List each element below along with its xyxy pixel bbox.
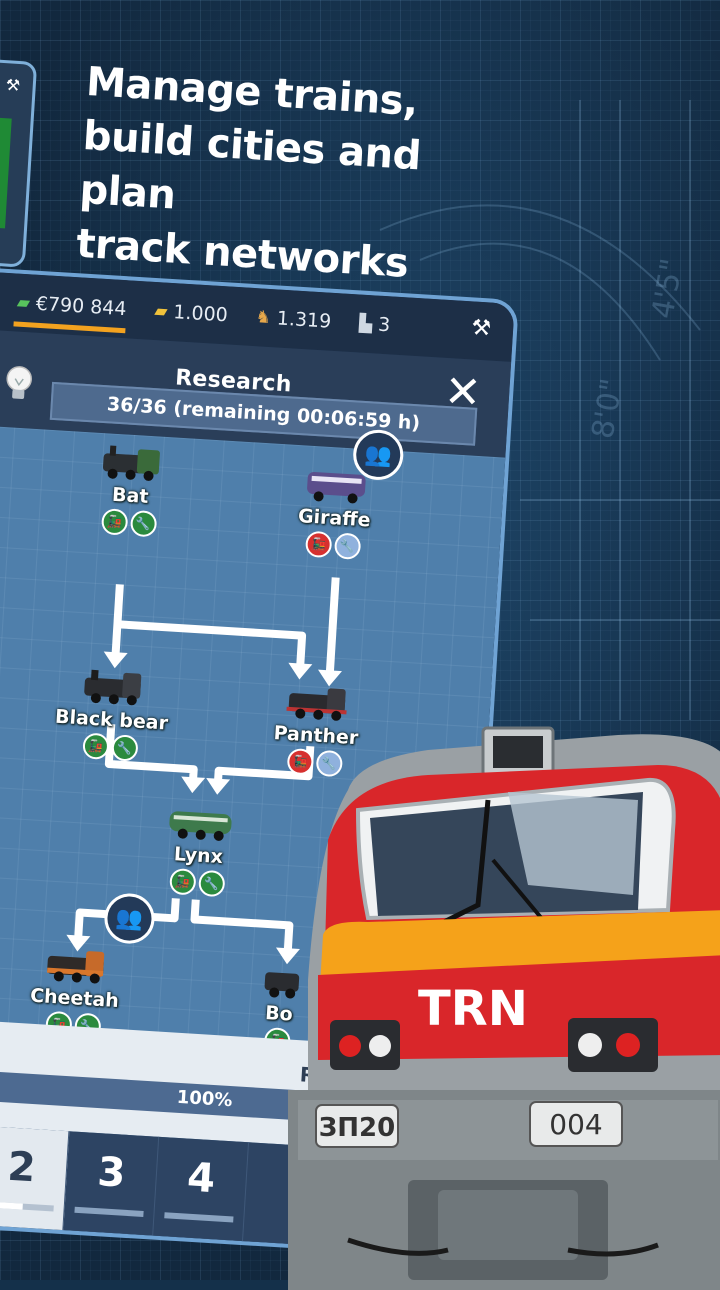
locomotive-icon — [78, 667, 150, 707]
passengers-resource[interactable]: ♞ 1.319 — [255, 306, 332, 333]
wrench-icon: 🔧 — [333, 532, 361, 560]
money-value: €790 844 — [35, 292, 128, 321]
passengers-icon: ♞ — [255, 307, 272, 329]
locomotive-icon: 🚂 — [168, 867, 197, 896]
tree-node-giraffe[interactable]: Giraffe 🚂 🔧 — [282, 464, 387, 561]
node-label: Lynx — [173, 843, 224, 869]
node-badges: 🚂 🔧 — [83, 507, 174, 538]
node-label: Bat — [111, 483, 150, 508]
locomotive-icon — [40, 945, 112, 985]
loco-plate-left: ЗП20 — [319, 1113, 395, 1143]
svg-text:8'0": 8'0" — [585, 376, 630, 441]
locomotive-illustration: TRN ЗП20 004 — [288, 726, 720, 1290]
tab-3[interactable]: 3 — [62, 1131, 160, 1244]
tree-node-black-bear[interactable]: Black bear 🚂 🔧 — [39, 665, 184, 764]
money-resource[interactable]: ▰ €790 844 — [13, 292, 128, 334]
locomotive-icon — [260, 962, 302, 1000]
tab-indicator — [164, 1212, 234, 1223]
loco-plate-right: 004 — [549, 1108, 602, 1141]
wrench-icon: 🔧 — [110, 734, 139, 762]
tab-indicator — [74, 1206, 144, 1217]
money-icon: ▰ — [16, 292, 31, 314]
lightbulb-icon — [1, 363, 37, 405]
svg-text:4'5": 4'5" — [645, 256, 690, 321]
node-label: Cheetah — [29, 984, 120, 1013]
map-preview — [0, 116, 12, 229]
tablet-screen: ▰ €790 844 ▰ 1.000 ♞ 1.319 ▙ 3 ⚒ Researc… — [0, 266, 519, 1259]
wrench-icon: 🔧 — [197, 869, 226, 898]
locomotive-icon — [300, 465, 372, 505]
locomotive-icon — [164, 803, 236, 843]
tab-indicator — [0, 1201, 54, 1212]
tree-node-cheetah[interactable]: Cheetah 🚂 🔧 — [17, 944, 132, 1042]
locomotive-icon: 🚂 — [100, 508, 128, 536]
headline-line-2: build cities and plan — [78, 112, 423, 219]
passengers-value: 1.319 — [276, 307, 332, 333]
tree-connectors — [66, 577, 342, 965]
locomotive-icon: 🚂 — [81, 732, 110, 760]
tab-label: 4 — [185, 1154, 217, 1203]
tree-node-bat[interactable]: Bat 🚂 🔧 — [83, 442, 178, 538]
locomotive-icon — [96, 443, 168, 483]
loco-logo: TRN — [418, 981, 528, 1037]
tools-icon[interactable]: ⚒ — [470, 315, 492, 342]
rank-resource[interactable]: ▙ 3 — [358, 312, 391, 337]
tab-4[interactable]: 4 — [152, 1136, 250, 1250]
tools-icon: ⚒ — [5, 75, 21, 96]
gold-resource[interactable]: ▰ 1.000 — [154, 300, 229, 326]
rank-icon: ▙ — [358, 313, 373, 335]
node-badges: 🚂 🔧 — [151, 867, 242, 898]
tree-node-lynx[interactable]: Lynx 🚂 🔧 — [151, 802, 246, 898]
gold-bar-icon: ▰ — [153, 300, 169, 322]
promo-headline: Manage trains, build cities and plan tra… — [75, 55, 507, 296]
gold-value: 1.000 — [172, 301, 229, 327]
tab-label: 2 — [6, 1143, 37, 1192]
locomotive-icon — [282, 683, 354, 723]
rank-value: 3 — [377, 313, 391, 337]
wrench-icon: 🔧 — [129, 509, 157, 538]
tree-node-panther[interactable]: Panther 🚂 🔧 — [259, 681, 374, 779]
locomotive-icon: 🚂 — [304, 530, 332, 559]
node-label: Giraffe — [297, 505, 372, 532]
tablet-device: ▰ €790 844 ▰ 1.000 ♞ 1.319 ▙ 3 ⚒ Researc… — [0, 266, 519, 1259]
tab-2[interactable]: 2 — [0, 1125, 70, 1239]
research-tree: Bat 🚂 🔧 Giraffe 🚂 🔧 👥 — [0, 423, 506, 1255]
tree-node-bo[interactable]: Bo 🚂 — [247, 961, 312, 1055]
tab-label: 3 — [96, 1149, 127, 1197]
